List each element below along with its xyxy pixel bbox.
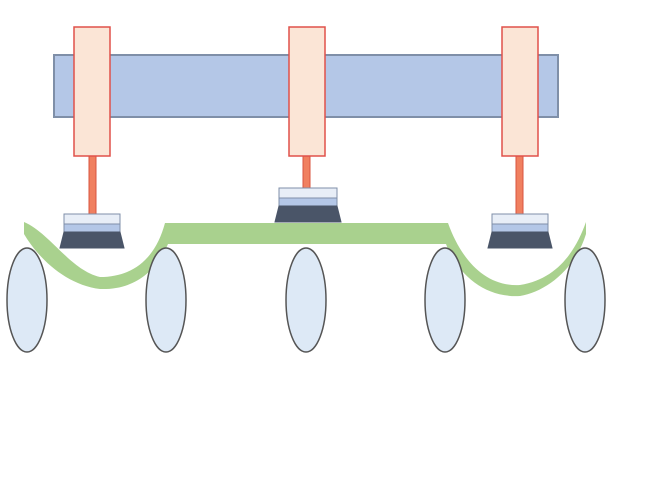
roller-4 <box>424 247 466 353</box>
actuator-1 <box>59 26 125 249</box>
actuator-body-1 <box>73 26 111 157</box>
actuator-rod-2 <box>302 155 311 191</box>
rollers <box>6 247 606 353</box>
roller-2 <box>145 247 187 353</box>
roller-5 <box>564 247 606 353</box>
actuator-3 <box>487 26 553 249</box>
roller-1 <box>6 247 48 353</box>
flexible-sheet <box>24 222 586 297</box>
roller-3 <box>285 247 327 353</box>
actuator-body-2 <box>288 26 326 157</box>
actuator-rod-3 <box>515 155 524 221</box>
actuator-body-3 <box>501 26 539 157</box>
press-head-2 <box>274 187 342 223</box>
press-head-1 <box>59 213 125 249</box>
press-head-3 <box>487 213 553 249</box>
actuator-2 <box>274 26 342 223</box>
actuator-rod-1 <box>88 155 97 221</box>
